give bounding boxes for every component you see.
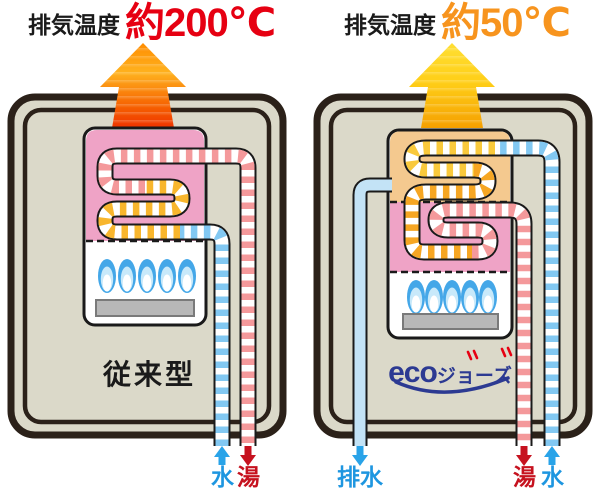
right-water-pipe (403, 139, 561, 446)
right-hot-out-arrow-icon (516, 446, 532, 466)
conventional-type-label: 従来型 (103, 359, 197, 390)
left-exhaust-temp-label: 排気温度 (28, 12, 120, 38)
steam-marks-icon (466, 346, 513, 361)
flame-icon (443, 280, 461, 314)
right-drain-label: 排水 (337, 464, 383, 490)
right-exhaust-temp-value: 約50℃ (441, 1, 571, 45)
left-exhaust-temp-value: 約200℃ (125, 1, 276, 45)
left-water-pipe (96, 147, 257, 446)
flame-icon (407, 280, 425, 314)
flame-icon (461, 280, 479, 314)
eco-jozu-logo: ecoジョーズ (388, 358, 512, 388)
right-hot-out-label: 湯 (513, 464, 536, 490)
right-pipe-hot-segment (429, 203, 531, 446)
right-exhaust-arrow-icon (409, 43, 495, 128)
right-pipe-preheat-segment (405, 141, 495, 177)
flame-icon (118, 259, 136, 293)
left-pipe-cold-segment (180, 225, 229, 446)
flame-icon (158, 259, 176, 293)
right-drain-pipe (352, 177, 392, 446)
flame-icon (178, 259, 196, 293)
eco-logo-suffix: ジョーズ (436, 366, 512, 387)
right-water-in-arrow-icon (544, 446, 560, 465)
eco-logo-swoosh (394, 346, 513, 394)
left-water-in-arrow-icon (214, 446, 230, 465)
right-pipe-body (405, 141, 559, 446)
left-water-in-label: 水 (211, 464, 234, 490)
flame-icon (425, 280, 443, 314)
flame-icon (138, 259, 156, 293)
right-water-in-label: 水 (541, 464, 564, 490)
left-hot-out-label: 湯 (237, 464, 260, 490)
right-burner-flames (407, 280, 497, 314)
flame-icon (98, 259, 116, 293)
eco-logo-text: eco (388, 356, 438, 389)
flame-icon (479, 280, 497, 314)
right-drain-arrow-icon (352, 446, 368, 466)
right-burner-bar (402, 313, 499, 330)
left-exhaust-arrow-icon (100, 43, 186, 128)
left-hot-out-arrow-icon (240, 446, 256, 466)
left-burner-bar (95, 299, 195, 317)
left-burner-flames (98, 259, 196, 293)
right-pipe-heating-segment (405, 163, 495, 259)
right-exhaust-temp-label: 排気温度 (344, 12, 436, 38)
drain-pipe-body (354, 179, 392, 446)
